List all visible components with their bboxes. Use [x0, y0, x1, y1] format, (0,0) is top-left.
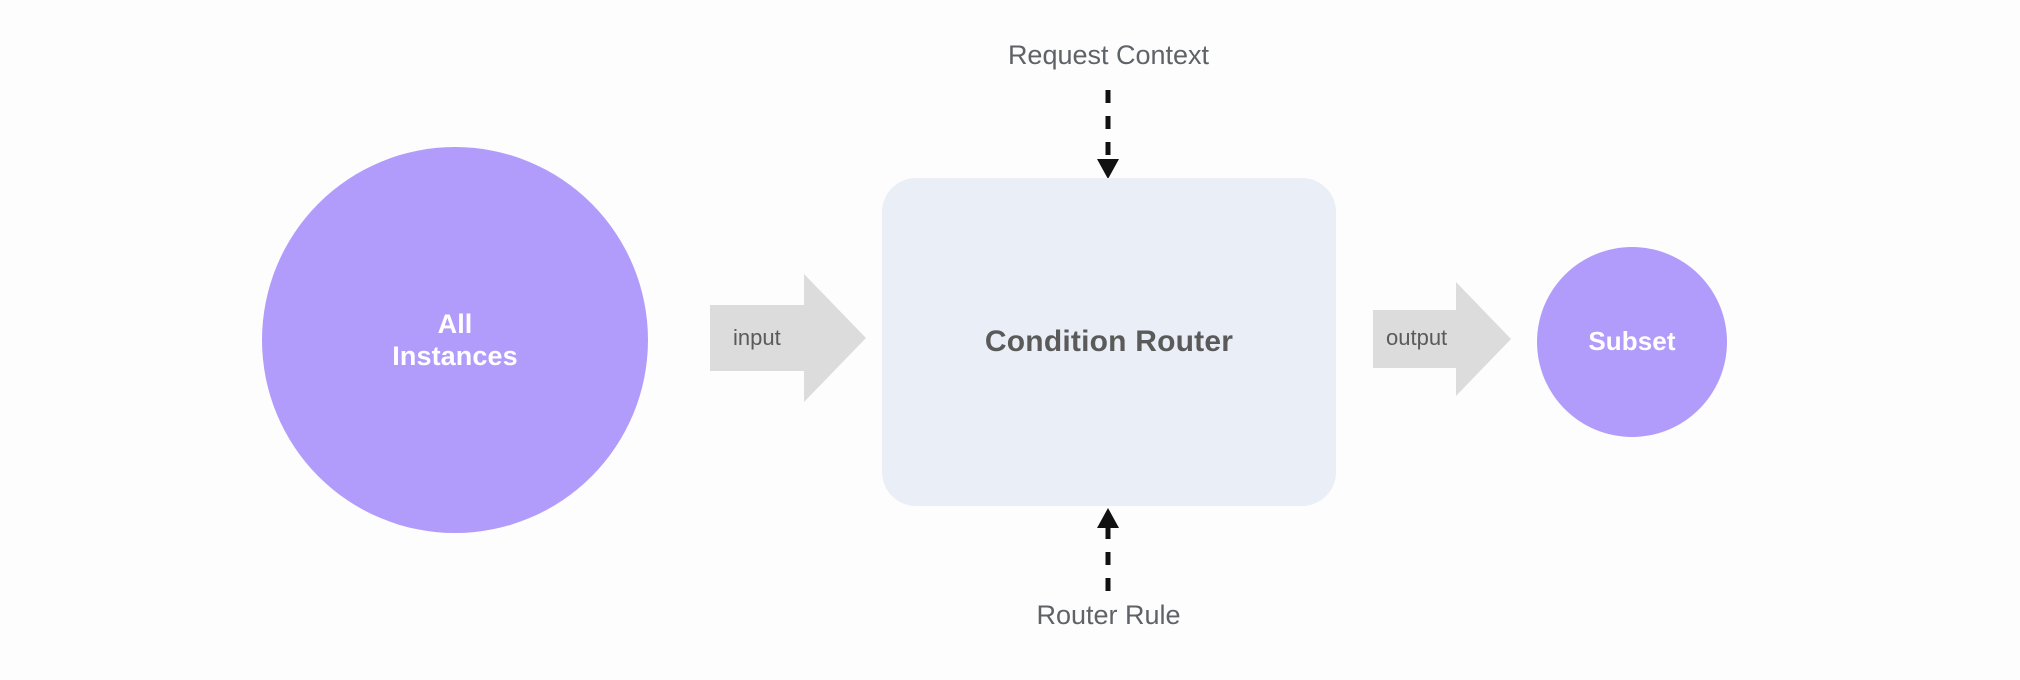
node-subset-label: Subset [1588, 326, 1676, 357]
block-arrow-right-icon-input [710, 274, 866, 402]
block-arrow-right-icon-output [1373, 282, 1511, 396]
dashed-arrow-up-icon-router-rule [1097, 508, 1119, 596]
router-rule-label: Router Rule [1036, 600, 1181, 630]
node-all-instances-label: All Instances [392, 308, 518, 371]
output-arrow-label: output [1386, 325, 1448, 350]
node-condition-router[interactable]: Condition Router [882, 178, 1336, 506]
dashed-arrow-down-icon-request-context [1097, 90, 1119, 179]
node-all-instances[interactable]: All Instances [262, 147, 648, 533]
input-arrow-label: input [733, 325, 781, 350]
node-subset[interactable]: Subset [1537, 247, 1727, 437]
node-condition-router-label: Condition Router [984, 325, 1234, 358]
request-context-label: Request Context [1007, 40, 1210, 70]
